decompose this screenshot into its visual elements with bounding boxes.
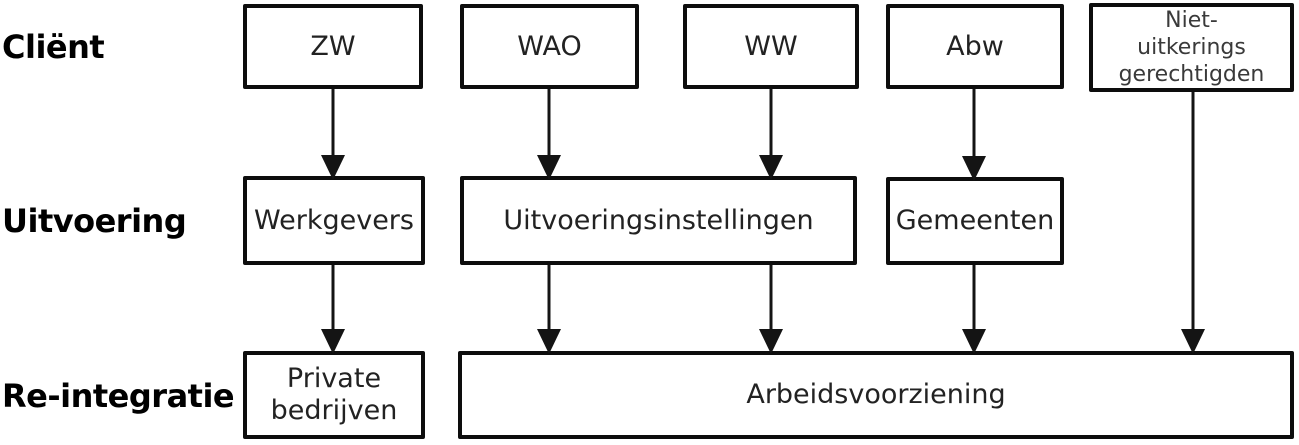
arrow-abw-to-gemeenten [962,89,986,181]
arrow-gemeenten-to-arbeidsvoorziening [962,265,986,354]
arrow-uitvoeringsinstellingen-to-arbeidsvoorziening-right [759,265,783,354]
arrow-zw-to-werkgevers [321,89,345,180]
arrow-ww-to-uitvoeringsinstellingen [759,89,783,180]
row-label-client: Cliënt [2,28,105,66]
box-niet-uitkeringsgerechtigden: Niet- uitkerings gerechtigden [1089,3,1294,92]
box-wao: WAO [460,4,639,89]
box-arbeidsvoorziening: Arbeidsvoorziening [458,351,1294,439]
box-werkgevers: Werkgevers [243,176,425,265]
arrow-uitvoeringsinstellingen-to-arbeidsvoorziening-left [537,265,561,354]
arrow-wao-to-uitvoeringsinstellingen [537,89,561,180]
arrow-niet-uitkeringsgerechtigden-to-arbeidsvoorziening [1181,92,1205,354]
box-abw: Abw [886,4,1064,89]
arrow-werkgevers-to-private-bedrijven [321,265,345,354]
box-uitvoeringsinstellingen: Uitvoeringsinstellingen [460,176,857,265]
box-private-bedrijven: Private bedrijven [243,351,425,439]
box-ww: WW [683,4,859,89]
box-gemeenten: Gemeenten [886,177,1064,265]
box-zw: ZW [243,4,423,89]
row-label-reintegratie: Re-integratie [2,377,235,415]
row-label-uitvoering: Uitvoering [2,202,187,240]
